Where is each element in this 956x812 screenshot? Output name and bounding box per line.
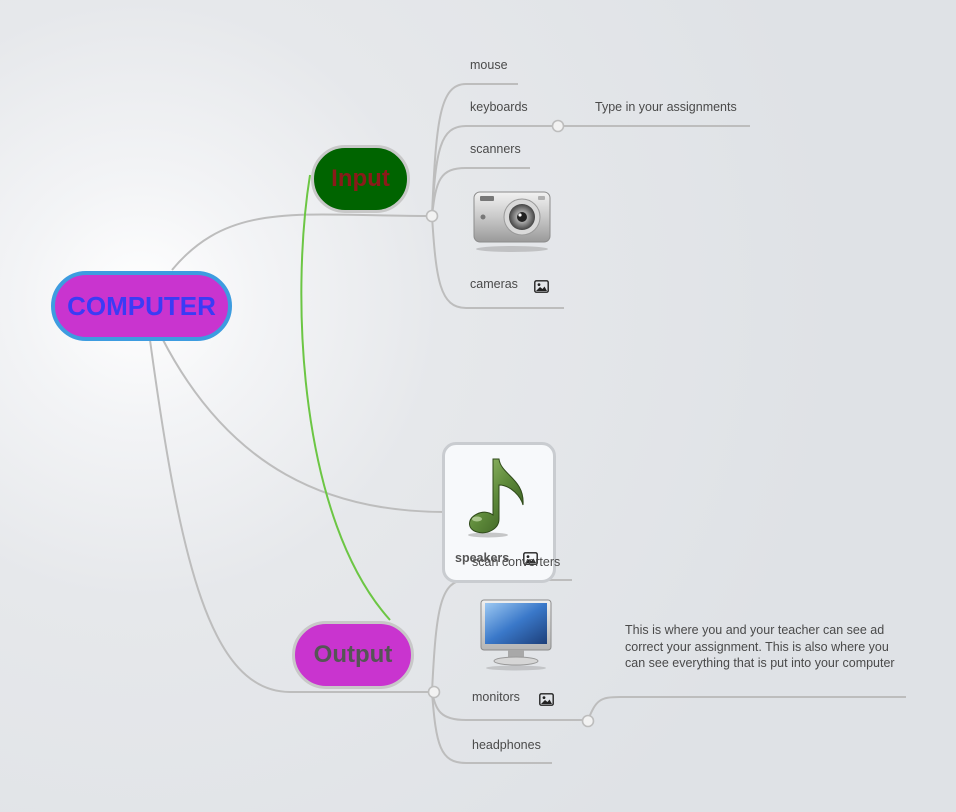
connector-output-headphones: [431, 691, 552, 764]
music-note-image: [468, 458, 524, 538]
image-icon[interactable]: [534, 280, 549, 293]
junction-keyboards: [551, 119, 565, 133]
connector-input-scanners: [431, 167, 530, 217]
input-node[interactable]: Input: [311, 145, 410, 213]
connector-monitors-note: [587, 696, 906, 721]
leaf-monitors[interactable]: monitors: [472, 690, 520, 704]
leaf-cameras[interactable]: cameras: [470, 277, 518, 291]
monitor-image: [480, 599, 552, 671]
input-label: Input: [331, 165, 390, 192]
image-icon[interactable]: [539, 693, 554, 706]
speakers-label: speakers: [455, 551, 510, 565]
leaf-scanners[interactable]: scanners: [470, 142, 521, 156]
speakers-node[interactable]: speakers: [442, 442, 556, 583]
leaf-scan-converters[interactable]: scan converters: [472, 555, 561, 569]
leaf-mouse[interactable]: mouse: [470, 58, 508, 72]
root-label: COMPUTER: [67, 290, 216, 321]
junction-input: [425, 209, 439, 223]
output-label: Output: [313, 641, 393, 668]
camera-image: [473, 191, 551, 252]
connector-root-speakers: [161, 337, 446, 513]
leaf-headphones[interactable]: headphones: [472, 738, 541, 752]
junction-monitors: [581, 714, 595, 728]
image-icon[interactable]: [523, 552, 538, 565]
note-monitors[interactable]: This is where you and your teacher can s…: [625, 623, 895, 670]
connector-root-output: [149, 339, 432, 693]
output-node[interactable]: Output: [292, 621, 414, 689]
root-node[interactable]: COMPUTER: [51, 271, 232, 341]
leaf-keyboards[interactable]: keyboards: [470, 100, 528, 114]
connector-input-mouse: [431, 83, 518, 217]
connector-root-input: [171, 213, 433, 271]
connector-input-cameras: [431, 215, 564, 309]
junction-output: [427, 685, 441, 699]
note-keyboards[interactable]: Type in your assignments: [595, 100, 737, 114]
connector-input-keyboards: [431, 125, 558, 217]
relationship-line: [300, 174, 391, 621]
